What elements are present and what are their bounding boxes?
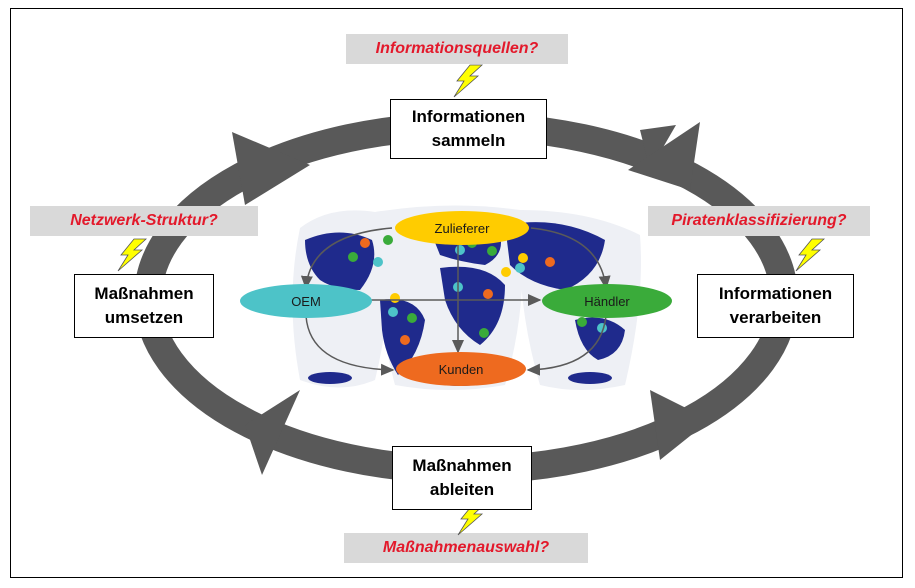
customers-label: Kunden	[438, 361, 484, 377]
dealer-label: Händler	[584, 293, 630, 309]
oem-node: OEM	[240, 284, 372, 318]
lightning-icon-top	[453, 64, 484, 98]
question-left: Netzwerk-Struktur?	[30, 206, 258, 236]
question-top-text: Informationsquellen?	[375, 40, 539, 57]
step-right-line1: Informationen	[718, 284, 833, 303]
step-implement-measures: Maßnahmen umsetzen	[74, 274, 214, 338]
step-top-line2: sammeln	[431, 131, 506, 150]
step-process-information: Informationen verarbeiten	[697, 274, 854, 338]
arrowhead-bottom-right	[650, 390, 710, 460]
question-right-text: Piratenklassifizierung?	[671, 212, 847, 229]
question-bottom: Maßnahmenauswahl?	[344, 533, 588, 563]
step-bottom-line2: ableiten	[429, 480, 495, 499]
australia-shape	[575, 317, 625, 360]
lightning-icon-right	[795, 238, 826, 272]
oem-to-customers-arrow	[305, 315, 395, 376]
step-derive-measures: Maßnahmen ableiten	[392, 446, 532, 510]
question-right: Piratenklassifizierung?	[648, 206, 870, 236]
arrowhead-top-right-fill	[628, 122, 700, 190]
supplier-node: Zulieferer	[395, 211, 529, 245]
supplier-to-oem-arrow	[300, 227, 393, 290]
step-bottom-line1: Maßnahmen	[412, 456, 512, 475]
step-left-line2: umsetzen	[104, 308, 184, 327]
step-collect-information: Informationen sammeln	[390, 99, 547, 159]
oem-label: OEM	[291, 293, 321, 309]
dealer-to-customers-arrow	[526, 315, 607, 376]
arrowhead-top-left	[232, 132, 310, 205]
supplier-label: Zulieferer	[434, 220, 490, 236]
question-left-text: Netzwerk-Struktur?	[70, 212, 218, 229]
arrowhead-bottom-left	[245, 390, 300, 475]
customers-node: Kunden	[396, 352, 526, 386]
question-bottom-text: Maßnahmenauswahl?	[382, 539, 550, 556]
step-left-line1: Maßnahmen	[94, 284, 194, 303]
dealer-node: Händler	[542, 284, 672, 318]
supplier-to-dealer-arrow	[530, 227, 611, 290]
network-connections	[300, 227, 611, 376]
asia-shape	[505, 222, 605, 290]
step-top-line1: Informationen	[411, 107, 526, 126]
step-right-line2: verarbeiten	[729, 308, 822, 327]
question-top: Informationsquellen?	[346, 34, 568, 64]
north-america-shape	[305, 232, 375, 290]
lightning-icon-left	[117, 238, 148, 272]
